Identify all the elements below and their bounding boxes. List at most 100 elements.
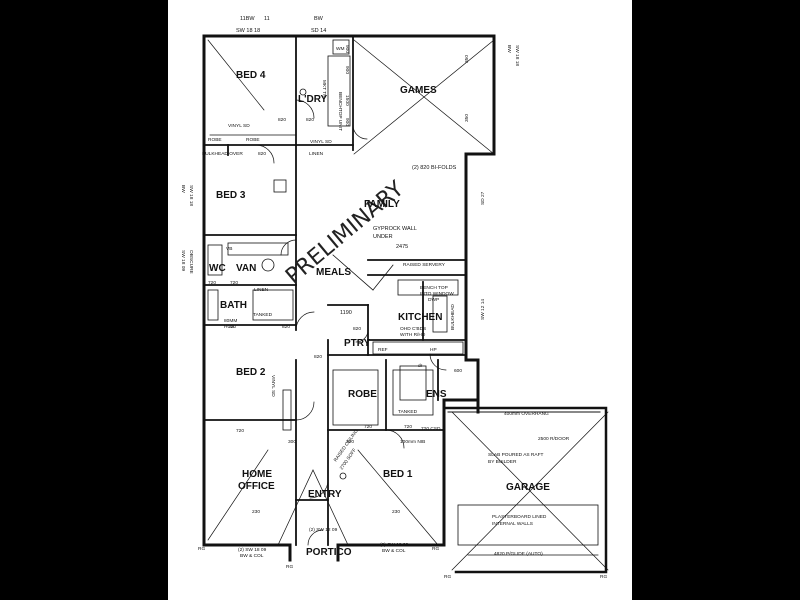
note-bw-l: BW (180, 185, 186, 193)
plan-sheet: PRELIMINARY BED 4 L'DRY GAMES BED 3 FAMI… (168, 0, 632, 600)
dim-1190: 1190 (340, 310, 352, 316)
garage-walls (442, 406, 608, 574)
note-robe-r: ROBE (246, 137, 260, 143)
roof-lines (207, 39, 609, 571)
note-sw1214: SW 12 14 (480, 299, 486, 320)
note-overhang: 400mm OVERHANG (504, 411, 549, 417)
note-720csd: 720 CSD (421, 426, 441, 432)
note-vinyl-sd3: VINYL SD (270, 375, 276, 397)
note-sw1809-l: SW 18 09 (180, 250, 186, 271)
note-plaster2: INTERNAL WALLS (492, 521, 533, 527)
room-office: OFFICE (238, 481, 275, 492)
room-garage: GARAGE (506, 482, 550, 493)
note-plaster1: PLASTERBOARD LINED (492, 514, 547, 520)
note-slab2: BY BUILDER (488, 459, 517, 465)
note-sw1209: (2) SW 12 09 (309, 527, 338, 533)
note-wm: WM (336, 46, 345, 52)
dim-820c: 820 (258, 151, 266, 157)
note-bench2: INTO WINDOW (420, 291, 454, 297)
room-bath: BATH (220, 300, 247, 311)
note-benchtop: BENCHTOP UNIT (337, 92, 343, 131)
dim-820a: 820 (278, 117, 286, 123)
dim-900c: 900 (344, 118, 350, 126)
dim-820d: 820 (282, 324, 290, 330)
room-portico: PORTICO (306, 547, 352, 558)
note-rg3: RG (432, 546, 439, 552)
note-bw-r: BW (506, 45, 512, 53)
note-linen: LINEN (309, 151, 324, 157)
note-rg4: RG (444, 574, 451, 580)
floor-plan: PRELIMINARY BED 4 L'DRY GAMES BED 3 FAMI… (180, 16, 609, 580)
note-gyprock2: UNDER (373, 234, 393, 240)
interior-walls (203, 37, 467, 546)
dim-900a: 900 (344, 45, 350, 53)
room-kitchen: KITCHEN (398, 312, 442, 323)
room-vanity: VAN (236, 263, 256, 274)
note-bulkhead-k: BULKHEAD (450, 304, 456, 330)
room-pantry: PTRY (344, 338, 371, 349)
note-top-bw: 11BW (240, 16, 255, 22)
door-swings (255, 99, 447, 546)
room-home: HOME (242, 469, 272, 480)
dim-720f: 720 (236, 428, 244, 434)
fixtures (207, 39, 599, 556)
note-sw1809b: (2) SW 18 09 (380, 542, 409, 548)
dim-820f: 820 (353, 326, 361, 332)
note-rg5: RG (600, 574, 607, 580)
note-gyprock1: GYPROCK WALL (373, 226, 417, 232)
note-sw1818-l: SW 18 18 (188, 185, 194, 206)
dim-230b: 230 (392, 509, 400, 515)
room-bed2: BED 2 (236, 367, 266, 378)
dim-720d: 720 (364, 424, 372, 430)
dim-720c: 720 (228, 324, 236, 330)
dim-600: 600 (454, 368, 462, 374)
room-meals: MEALS (316, 267, 351, 278)
note-ref: REF (378, 347, 388, 353)
note-rg1: RG (198, 546, 205, 552)
note-tanked: TANKED (253, 312, 273, 318)
note-raised: RAISED SERVERY (403, 262, 446, 268)
note-100nib: 100mm NIB (400, 439, 425, 445)
note-bench3: DWP (428, 297, 439, 303)
note-pglide: 4820 P/GLIDE (AUTO) (494, 551, 543, 557)
dim-720e: 720 (404, 424, 412, 430)
dim-300a: 300 (288, 439, 296, 445)
note-hob: HOB (224, 324, 234, 330)
note-sw1809a: (2) SW 18 09 (238, 547, 267, 553)
note-robe-l: ROBE (208, 137, 222, 143)
note-dr: dr (418, 363, 423, 369)
note-top-n: 11 (264, 16, 270, 22)
note-bench1: BENCH TOP (420, 285, 448, 291)
note-sd27: SD 27 (480, 191, 486, 205)
note-hp: HP (430, 347, 437, 353)
dim-300b: 300 (346, 439, 354, 445)
dim-900b: 900 (344, 66, 350, 74)
note-mkt: MKT TR (321, 80, 327, 98)
note-sd14: SD 14 (311, 28, 326, 34)
note-top-bw2: BW (314, 16, 324, 22)
note-sw1818-r: SW 18 18 (514, 45, 520, 66)
note-sw1818: SW 18 18 (236, 28, 260, 34)
note-ohc1: OHD C'BDS (400, 326, 426, 332)
dim-2475: 2475 (396, 244, 408, 250)
dim-1500: 1500 (344, 95, 350, 106)
room-entry: ENTRY (308, 489, 342, 500)
room-ensuite: ENS (426, 389, 447, 400)
note-slab1: SLAB POURED AS RAFT (488, 452, 544, 458)
room-wc: WC (209, 263, 226, 274)
dim-820e: 820 (314, 354, 322, 360)
note-vb: VB (226, 246, 232, 252)
note-ohc2: WITH R/HD (400, 332, 426, 338)
note-rg2: RG (286, 564, 293, 570)
note-bwcol-b: BW & COL (382, 548, 406, 554)
outer-walls (202, 34, 496, 562)
note-vinyl-sd: VINYL SD (228, 123, 250, 129)
note-80mm: 80MM (224, 318, 237, 324)
room-bed3: BED 3 (216, 190, 246, 201)
dim-230a: 230 (252, 509, 260, 515)
note-linen2: LINEN (254, 287, 269, 293)
note-vinyl-sd2: VINYL SD (310, 139, 332, 145)
note-rdoor: 2500 R/DOOR (538, 436, 570, 442)
room-family: FAMILY (364, 199, 400, 210)
room-laundry: L'DRY (298, 94, 328, 105)
